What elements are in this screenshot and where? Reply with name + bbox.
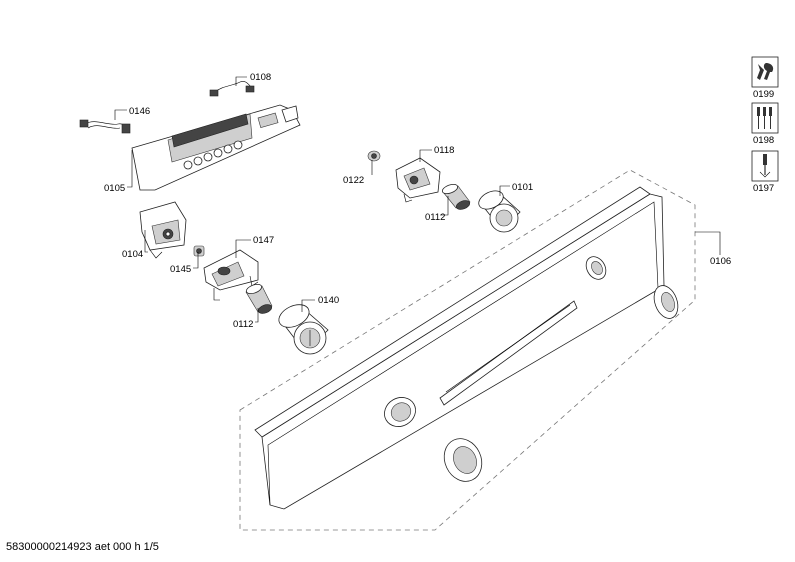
label-0104: 0104 (122, 249, 143, 260)
document-id-footer: 58300000214923 aet 000 h 1/5 (6, 541, 159, 553)
label-0147: 0147 (253, 235, 274, 246)
screwdriver-icon (759, 154, 771, 178)
switch-bracket-0104[interactable] (139, 201, 187, 259)
wire-harness-0108[interactable] (209, 81, 255, 97)
label-0101: 0101 (512, 182, 533, 193)
tool-icon-0197[interactable]: 0197 (751, 150, 779, 194)
control-panel-0106[interactable] (239, 169, 696, 531)
label-0122: 0122 (343, 175, 364, 186)
wrench-icon (757, 63, 774, 80)
label-0140: 0140 (318, 295, 339, 306)
tool-icon-0198[interactable]: 0198 (751, 102, 779, 146)
screwdriver-set-icon (757, 107, 772, 129)
shaft-extension-0112-left[interactable] (245, 283, 273, 316)
label-0106: 0106 (710, 256, 731, 267)
label-0197: 0197 (753, 183, 774, 194)
control-knob-0140[interactable] (275, 300, 329, 355)
small-switch-0122[interactable] (367, 150, 381, 162)
electronic-module-0105[interactable] (131, 104, 301, 191)
label-0108: 0108 (250, 72, 271, 83)
label-0145: 0145 (170, 264, 191, 275)
control-knob-0101[interactable] (476, 187, 521, 233)
knob-bezel-ring[interactable] (437, 432, 488, 487)
selector-switch-0118[interactable] (395, 157, 441, 203)
wire-harness-0146[interactable] (79, 119, 131, 134)
shaft-extension-0112-right[interactable] (441, 183, 471, 212)
label-0146: 0146 (129, 106, 150, 117)
knob-bezel-ring-right[interactable] (650, 282, 682, 321)
label-0112-left: 0112 (233, 319, 253, 330)
label-0118: 0118 (434, 145, 454, 156)
label-0105: 0105 (104, 183, 125, 194)
part-labels: 0108 0146 0105 0104 0145 0147 0112 0140 … (104, 72, 731, 330)
selector-switch-0147[interactable] (203, 249, 259, 301)
connector-0145[interactable] (193, 245, 205, 257)
tool-icon-0199[interactable]: 0199 (751, 56, 779, 100)
label-0198: 0198 (753, 135, 774, 146)
label-0199: 0199 (753, 89, 774, 100)
label-0112-right: 0112 (425, 212, 445, 223)
leader-lines (114, 76, 721, 323)
